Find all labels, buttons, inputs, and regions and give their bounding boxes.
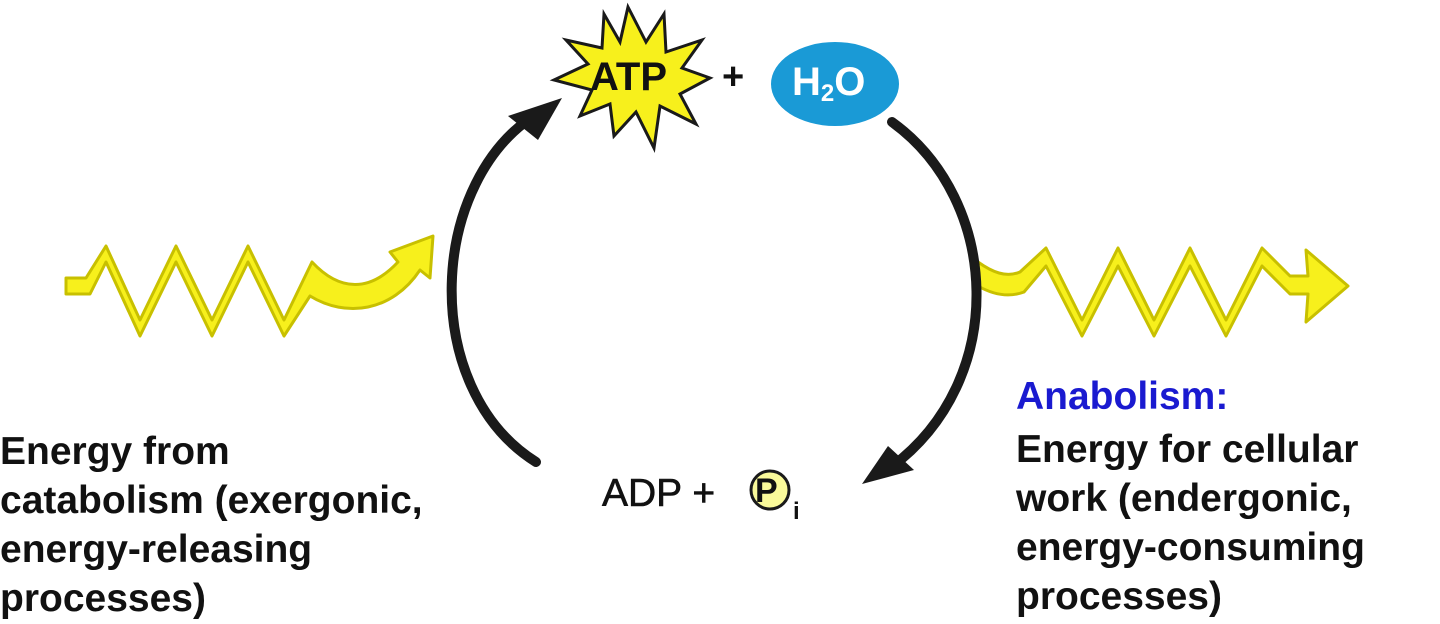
anabolism-title: Anabolism: [1016, 375, 1229, 418]
cycle-arrowhead-right [862, 446, 914, 484]
catabolism-energy-arrow [64, 234, 435, 338]
water-label: H2O [792, 60, 865, 108]
catabolism-caption-line: catabolism (exergonic, [0, 479, 423, 522]
anabolism-caption-line: Energy for cellular [1016, 428, 1359, 471]
anabolism-energy-arrow [976, 246, 1350, 338]
anabolism-caption-line: processes) [1016, 575, 1222, 618]
catabolism-caption-line: processes) [0, 577, 206, 620]
atp-label: ATP [590, 55, 668, 99]
anabolism-caption-line: work (endergonic, [1016, 477, 1352, 520]
water-blob-icon [771, 42, 899, 126]
anabolism-caption: Energy for cellular work (endergonic, en… [1016, 425, 1365, 621]
anabolism-caption-line: energy-consuming [1016, 526, 1365, 569]
water-label-o: O [834, 60, 866, 104]
phosphate-letter: P [755, 472, 778, 510]
plus-sign: + [722, 56, 745, 98]
cycle-arc-right [885, 117, 982, 473]
catabolism-caption-line: energy-releasing [0, 528, 313, 571]
atp-starburst-icon [549, 2, 714, 153]
catabolism-caption-line: Energy from [0, 430, 230, 473]
cycle-arrowhead-left [508, 98, 562, 140]
adp-label: ADP + [602, 472, 716, 516]
phosphate-circle-icon [749, 469, 791, 511]
water-label-subscript: 2 [820, 80, 835, 107]
cycle-arc-left [446, 107, 545, 467]
phosphate-subscript: i [793, 498, 800, 525]
water-label-h: H [792, 60, 821, 104]
catabolism-caption: Energy from catabolism (exergonic, energ… [0, 427, 423, 623]
